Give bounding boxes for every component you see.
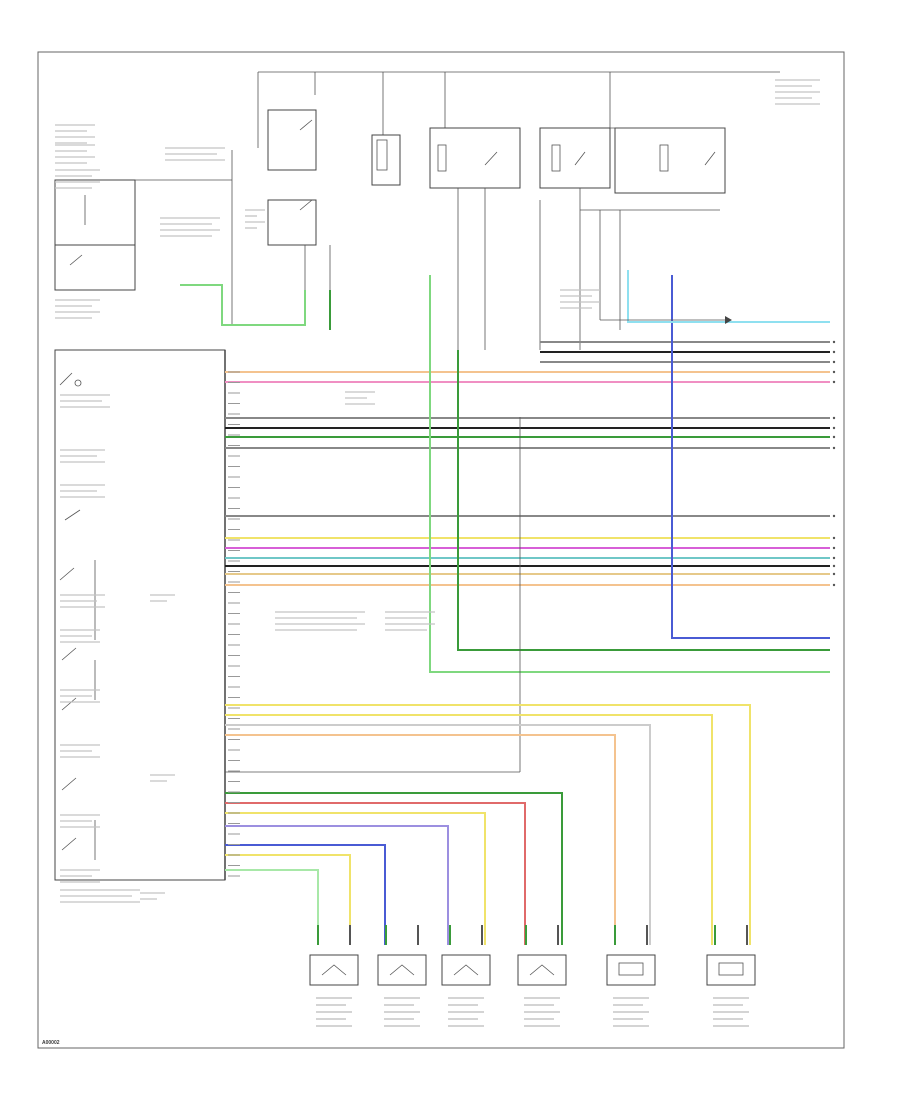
wire-end-dot: [832, 370, 836, 374]
wire-end-dot: [832, 435, 836, 439]
control-module: [54, 349, 226, 881]
wire-end-dot: [832, 426, 836, 430]
motor-symbol: [718, 962, 744, 976]
wire-gray-sensor: [225, 724, 651, 945]
wire-end-dot: [832, 564, 836, 568]
wire-end-dot: [832, 514, 836, 518]
fuse-box-a: [371, 134, 401, 186]
relay-1: [267, 109, 317, 171]
wire-end-dot: [832, 536, 836, 540]
sensor-row: [309, 925, 756, 1027]
diagram-frame: [37, 51, 845, 1049]
sensor-box-1: [309, 954, 359, 986]
sensor-symbol: [529, 964, 555, 976]
wire-yellow-sensor-4: [225, 854, 351, 945]
wire-end-dot: [832, 340, 836, 344]
wire-ltblue-top: [627, 270, 830, 323]
wire-green-long: [429, 275, 830, 673]
wire-green-top-left: [180, 284, 306, 326]
wire-yellow-sensor-3: [225, 812, 486, 945]
sensor-symbol: [389, 964, 415, 976]
compressor-module: [54, 179, 232, 291]
page-code: A00002: [42, 1040, 60, 1046]
wire-blue-long: [671, 275, 830, 639]
wire-end-dot: [832, 416, 836, 420]
wire-end-dot: [832, 572, 836, 576]
wire-ltgreen-sensor: [225, 869, 319, 945]
wire-end-dot: [832, 360, 836, 364]
motor-symbol: [618, 962, 644, 976]
wire-violet-sensor: [225, 825, 449, 945]
wire-end-dot: [832, 583, 836, 587]
wire-end-dot: [832, 380, 836, 384]
wire-end-dot: [832, 446, 836, 450]
sensor-symbol: [453, 964, 479, 976]
sensor-box-6: [706, 954, 756, 986]
wire-yellow-sensor-2: [225, 714, 713, 945]
fuse-block-top: [231, 71, 780, 350]
sensor-box-5: [606, 954, 656, 986]
label-blocks: [55, 79, 820, 903]
module-pin-labels: [228, 371, 240, 877]
wire-end-dot: [832, 350, 836, 354]
relay-3: [429, 127, 521, 189]
sensor-box-3: [441, 954, 491, 986]
sensor-box-4: [517, 954, 567, 986]
sensor-symbol: [321, 964, 347, 976]
wire-orange-sensor: [225, 734, 616, 945]
wire-blue-sensor: [225, 844, 386, 945]
relay-4: [539, 127, 611, 189]
sensor-box-2: [377, 954, 427, 986]
wire-yellow-sensor: [225, 704, 751, 945]
wire-end-dot: [832, 556, 836, 560]
relay-2: [267, 199, 317, 246]
module-internal-switches: [59, 372, 96, 860]
wire-end-dot: [832, 546, 836, 550]
horizontal-wires: [225, 340, 836, 587]
wire-red-sensor: [225, 802, 526, 945]
wire-dkgreen-long: [457, 350, 830, 651]
wire-dkgreen-sensor: [225, 792, 563, 945]
